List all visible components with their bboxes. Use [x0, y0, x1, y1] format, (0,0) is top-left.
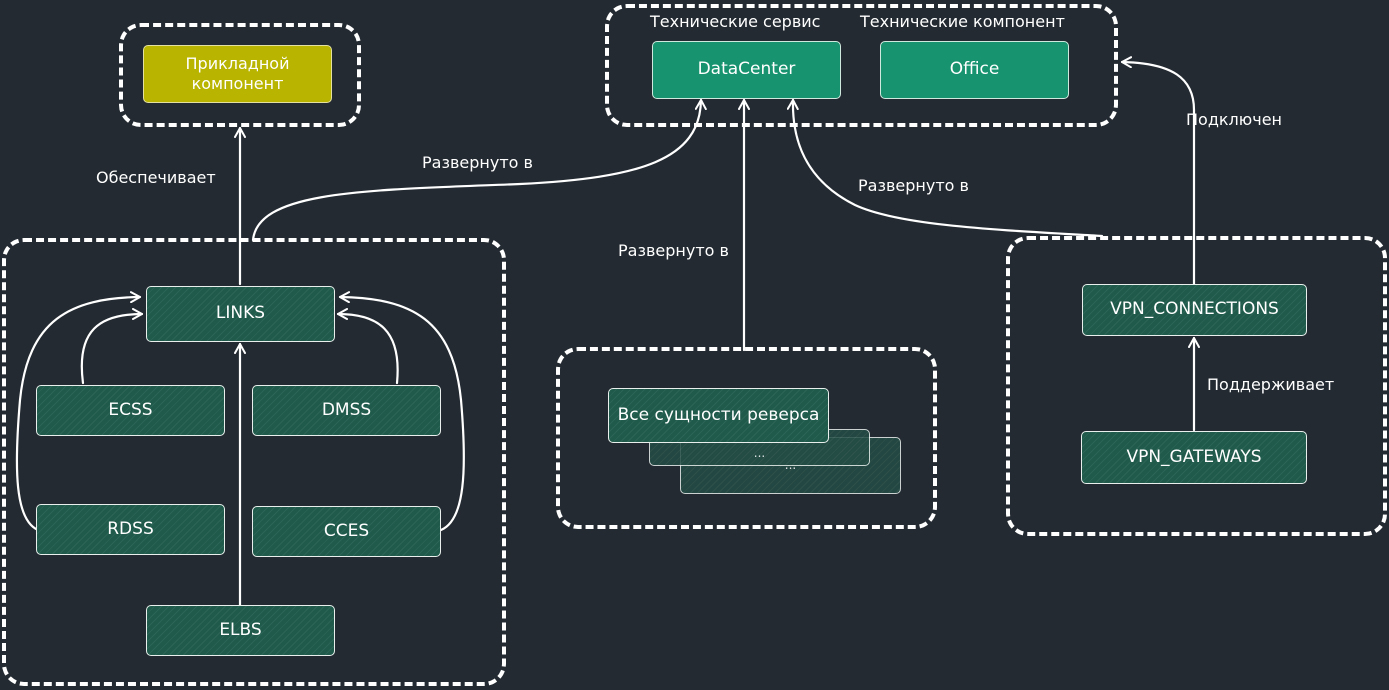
entities-group — [556, 347, 937, 529]
cces-node[interactable]: CCES — [252, 506, 441, 557]
deployed-entities-label: Развернуто в — [618, 241, 729, 260]
supports-label: Поддерживает — [1207, 375, 1335, 394]
provides-label: Обеспечивает — [96, 168, 216, 187]
edge-vpn-to-datacenter — [786, 98, 1104, 238]
dmss-node[interactable]: DMSS — [252, 385, 441, 436]
technical-component-title: Технические компонент — [860, 12, 1065, 31]
technical-service-title: Технические сервис — [650, 12, 821, 31]
ecss-node[interactable]: ECSS — [36, 385, 225, 436]
datacenter-node[interactable]: DataCenter — [652, 41, 841, 99]
edge-links-to-datacenter — [251, 98, 707, 242]
elbs-node[interactable]: ELBS — [146, 605, 335, 656]
all-entities-node[interactable]: Все сущности реверса — [608, 388, 829, 443]
links-node[interactable]: LINKS — [146, 286, 335, 342]
applied-component-node[interactable]: Прикладной компонент — [143, 45, 332, 103]
edge-cces-to-links — [338, 291, 465, 532]
rdss-node[interactable]: RDSS — [36, 504, 225, 555]
edge-vpnconn-to-technical — [1120, 56, 1196, 286]
edge-rdss-to-links — [15, 291, 142, 532]
vpn-gateways-node[interactable]: VPN_GATEWAYS — [1081, 431, 1307, 484]
applied-group — [119, 23, 361, 127]
links-group — [2, 238, 506, 686]
vpn-connections-node[interactable]: VPN_CONNECTIONS — [1082, 284, 1307, 336]
vpn-group — [1006, 236, 1387, 536]
office-node[interactable]: Office — [880, 41, 1069, 99]
technical-group — [605, 4, 1118, 127]
edge-ecss-to-links — [80, 308, 144, 385]
connected-label: Подключен — [1186, 110, 1282, 129]
deployed-links-label: Развернуто в — [422, 153, 533, 172]
edge-dmss-to-links — [336, 308, 399, 385]
deployed-vpn-label: Развернуто в — [858, 176, 969, 195]
